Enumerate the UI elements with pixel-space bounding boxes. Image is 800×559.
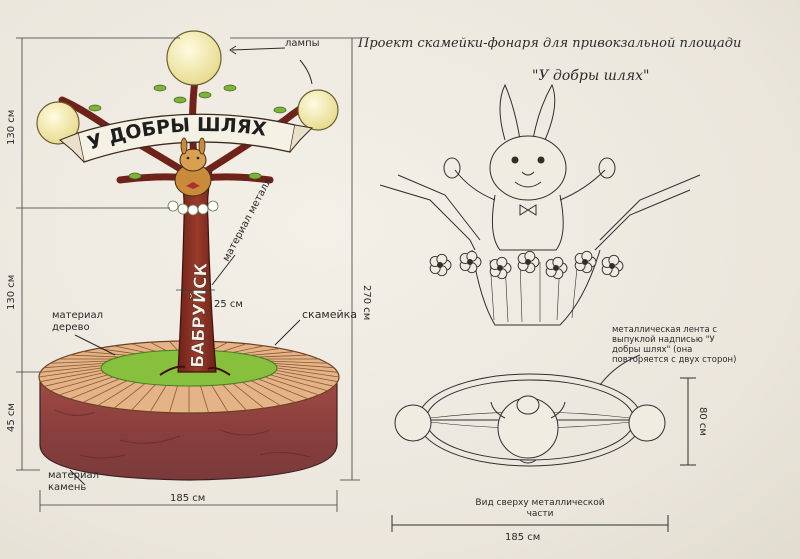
flower-center	[525, 259, 531, 265]
flower-garland-sketch	[429, 250, 624, 280]
bench-slat	[69, 378, 120, 400]
lamp-top	[166, 30, 222, 86]
dim-base-height: 45 см	[6, 403, 17, 432]
label-metal-band: металлическая лента с выпуклой надписью …	[612, 325, 737, 365]
bench-slat	[211, 385, 229, 412]
bench-slat	[44, 372, 105, 387]
bench-slat	[97, 381, 136, 406]
title-line1: Проект скамейки-фонаря для привокзальной…	[357, 36, 741, 51]
bench-slat	[242, 381, 281, 406]
bench-slat	[232, 383, 265, 409]
bench-slat	[38, 367, 102, 378]
bench-slat	[270, 360, 328, 364]
bench-slat	[232, 345, 265, 353]
bench-slat	[82, 351, 127, 356]
bench-slat	[258, 378, 309, 400]
bench-slat	[131, 343, 156, 352]
dim-mid-height: 130 см	[6, 275, 17, 310]
dim-base-width: 185 см	[170, 493, 205, 504]
bench-slat	[276, 369, 338, 383]
dim-top-height: 130 см	[6, 110, 17, 145]
bench-slat	[40, 365, 102, 373]
bench-slat	[40, 369, 102, 383]
label-lamps: лампы	[285, 38, 320, 49]
flower-center	[497, 265, 503, 271]
flower-center	[582, 259, 588, 265]
bench-slat	[273, 362, 334, 369]
label-arrows	[69, 45, 313, 486]
bench-slat	[270, 374, 328, 392]
hare-detail-sketch	[379, 83, 701, 326]
bench-slat	[69, 354, 120, 358]
flower-center	[467, 259, 473, 265]
bench-slat	[149, 341, 167, 351]
dim-plan-depth: 80 см	[697, 407, 708, 436]
hare-figure	[174, 137, 212, 197]
lamp-right	[297, 89, 339, 131]
bench-slat	[58, 376, 113, 396]
bench-slat	[169, 385, 178, 413]
bench-slat	[273, 372, 334, 387]
bench-slat	[258, 354, 309, 358]
top-view-plan	[391, 354, 696, 532]
flower-center	[437, 262, 443, 268]
left-dimension-lines	[16, 37, 360, 512]
bench-slat	[200, 385, 209, 413]
bench-slat	[149, 385, 167, 412]
bench-slat	[251, 351, 296, 356]
bench-slat	[113, 383, 146, 409]
bench-slat	[265, 376, 320, 396]
flower-center	[553, 265, 559, 271]
trunk-text: БАБРУЙСК	[186, 262, 212, 368]
lamp-left	[36, 101, 80, 145]
label-top-view: Вид сверху металлической части	[475, 498, 605, 519]
flower-center	[609, 263, 615, 269]
bench-slat	[242, 348, 281, 355]
label-bench: скамейка	[302, 308, 357, 321]
label-stone-material: материал камень	[48, 470, 100, 493]
bench-slat	[113, 345, 146, 353]
bench-slat	[50, 374, 108, 392]
bench-slat	[44, 362, 105, 369]
bench-slat	[82, 380, 127, 403]
bench-slat	[222, 343, 247, 352]
bench-slat	[222, 384, 247, 411]
label-wood-material: материал дерево	[52, 310, 104, 333]
title-line2: "У добры шлях"	[532, 68, 649, 84]
label-trunk-material: материал металл	[221, 176, 274, 263]
dim-plan-width: 185 см	[505, 532, 540, 543]
bench-slat	[131, 384, 156, 411]
bench-slat	[169, 341, 178, 351]
bench-slat	[50, 360, 108, 364]
flower-garland	[167, 200, 219, 216]
dim-total-height: 270 см	[361, 285, 372, 320]
bench-slat	[276, 365, 338, 373]
bench-slat	[251, 380, 296, 403]
bench-slat	[276, 367, 340, 378]
dim-trunk-width: 25 см	[214, 299, 243, 310]
